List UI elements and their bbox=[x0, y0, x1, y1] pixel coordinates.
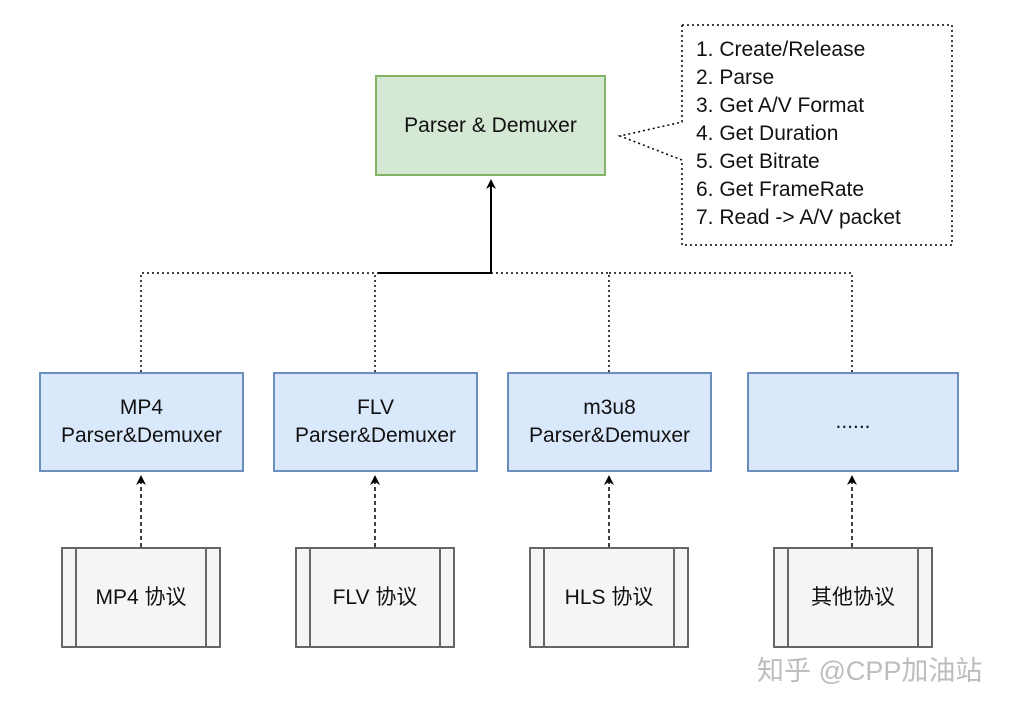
capability-item: 4. Get Duration bbox=[696, 122, 839, 145]
capability-item: 6. Get FrameRate bbox=[696, 178, 865, 201]
flv-parser-node: FLV Parser&Demuxer bbox=[273, 372, 478, 472]
mp4-to-bus-connector bbox=[140, 272, 378, 372]
protocol-label: 其他协议 bbox=[811, 585, 895, 609]
flv-protocol-node: FLV 协议 bbox=[295, 547, 455, 648]
protocol-label: FLV 协议 bbox=[332, 585, 418, 609]
capability-item: 2. Parse bbox=[696, 66, 775, 89]
protocol-label: MP4 协议 bbox=[95, 585, 187, 609]
capability-item: 7. Read -> A/V packet bbox=[696, 206, 901, 229]
mp4-parser-node: MP4 Parser&Demuxer bbox=[39, 372, 244, 472]
bus-to-root-arrow bbox=[378, 179, 496, 274]
capability-list: 1. Create/Release 2. Parse 3. Get A/V Fo… bbox=[696, 36, 901, 232]
m3u8-parser-node: m3u8 Parser&Demuxer bbox=[507, 372, 712, 472]
m3u8-to-bus-connector bbox=[490, 272, 610, 372]
mp4-protocol-node: MP4 协议 bbox=[61, 547, 221, 648]
parser-title: m3u8 bbox=[583, 396, 636, 419]
capability-item: 1. Create/Release bbox=[696, 38, 866, 61]
parser-subtitle: Parser&Demuxer bbox=[294, 424, 457, 447]
protocol-label: HLS 协议 bbox=[564, 585, 654, 609]
parser-demuxer-root-node: Parser & Demuxer bbox=[375, 75, 606, 176]
parser-title: ...... bbox=[835, 410, 871, 433]
root-label: Parser & Demuxer bbox=[404, 113, 577, 137]
capability-callout bbox=[617, 24, 953, 246]
capability-item: 3. Get A/V Format bbox=[696, 94, 865, 117]
parser-title: FLV bbox=[357, 396, 394, 419]
parser-title: MP4 bbox=[119, 396, 164, 419]
watermark-text: 知乎 @CPP加油站 bbox=[757, 656, 983, 686]
parser-subtitle: Parser&Demuxer bbox=[528, 424, 691, 447]
parser-subtitle: Parser&Demuxer bbox=[60, 424, 223, 447]
other-to-bus-connector bbox=[609, 272, 853, 372]
capability-item: 5. Get Bitrate bbox=[696, 150, 820, 173]
other-protocol-node: 其他协议 bbox=[773, 547, 933, 648]
hls-protocol-node: HLS 协议 bbox=[529, 547, 689, 648]
other-parser-node: ...... bbox=[747, 372, 959, 472]
